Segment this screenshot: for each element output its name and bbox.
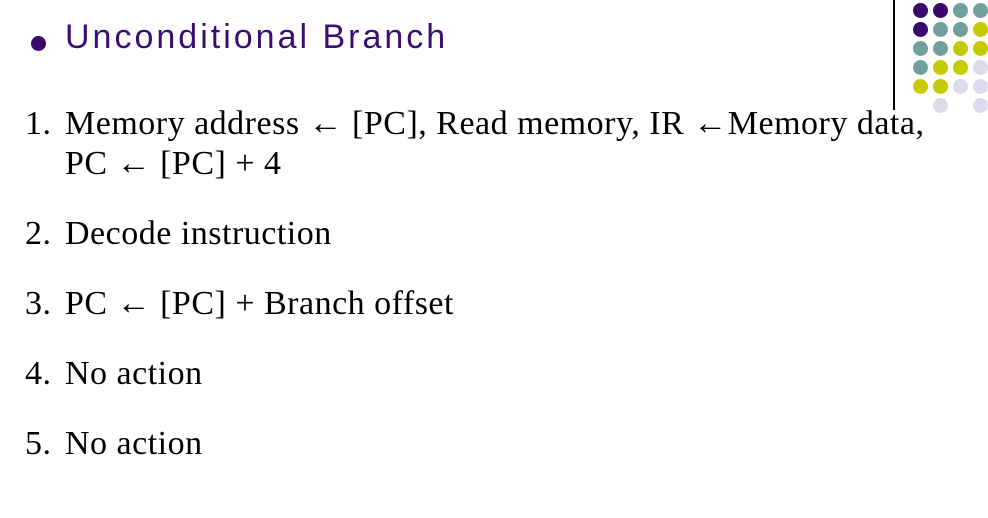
decoration-dot (952, 21, 968, 37)
decoration-dot (972, 40, 988, 56)
list-item-number: 2. (25, 215, 52, 252)
steps-list: 1. Memory address ← [PC], Read memory, I… (25, 104, 955, 494)
list-item-number: 4. (25, 355, 52, 392)
list-item-line: No action (65, 425, 203, 462)
list-item-number: 1. (25, 105, 52, 142)
decoration-dot (912, 40, 928, 56)
decoration-dot (972, 97, 988, 113)
decoration-dot (972, 59, 988, 75)
list-item-line: Memory address ← [PC], Read memory, IR ←… (65, 105, 925, 142)
decoration-dot (912, 59, 928, 75)
decoration-dot (932, 78, 948, 94)
list-item-4: 4. No action (25, 354, 955, 394)
list-item-3: 3. PC ← [PC] + Branch offset (25, 284, 955, 324)
title-bullet-icon (31, 36, 46, 51)
decoration-dot (972, 2, 988, 18)
slide-title-row: Unconditional Branch (65, 17, 448, 57)
decoration-vertical-line (893, 0, 895, 110)
decoration-dot (932, 2, 948, 18)
decoration-dot (932, 40, 948, 56)
list-item-number: 3. (25, 285, 52, 322)
decoration-dot (952, 78, 968, 94)
list-item-1: 1. Memory address ← [PC], Read memory, I… (25, 104, 955, 184)
list-item-line: PC ← [PC] + 4 (65, 145, 282, 182)
decoration-dot (932, 59, 948, 75)
decoration-dot (952, 59, 968, 75)
list-item-text: No action (65, 354, 955, 394)
decoration-dot (932, 21, 948, 37)
list-item-text: PC ← [PC] + Branch offset (65, 284, 955, 324)
decoration-dot (952, 40, 968, 56)
list-item-line: PC ← [PC] + Branch offset (65, 285, 454, 322)
decoration-dot (952, 2, 968, 18)
slide-title: Unconditional Branch (65, 18, 449, 56)
decoration-dot (972, 78, 988, 94)
decoration-dot (912, 78, 928, 94)
decoration-dot (912, 21, 928, 37)
list-item-2: 2. Decode instruction (25, 214, 955, 254)
decoration-dot (912, 2, 928, 18)
list-item-text: Decode instruction (65, 214, 955, 254)
list-item-number: 5. (25, 425, 52, 462)
list-item-5: 5. No action (25, 424, 955, 464)
list-item-line: Decode instruction (65, 215, 332, 252)
list-item-line: No action (65, 355, 203, 392)
list-item-text: Memory address ← [PC], Read memory, IR ←… (65, 104, 955, 184)
list-item-text: No action (65, 424, 955, 464)
decoration-dot (972, 21, 988, 37)
